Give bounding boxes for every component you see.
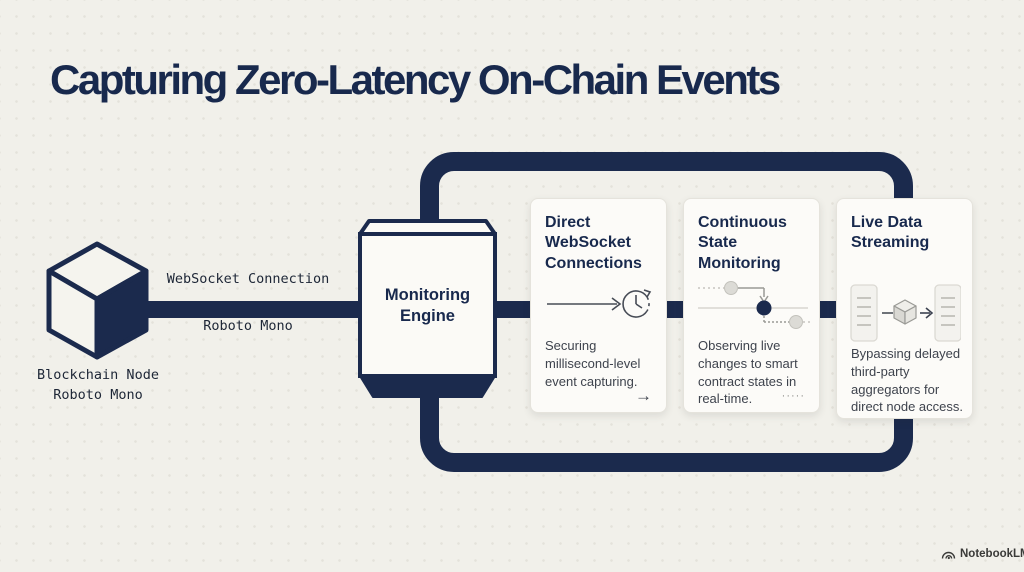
node-label: Blockchain Node Roboto Mono: [18, 366, 178, 405]
blockchain-cube-icon: [46, 241, 149, 360]
notebooklm-logo-icon: [941, 551, 956, 560]
state-transition-timeline-icon: [696, 275, 810, 334]
card-footer-arrow: →: [635, 386, 652, 405]
card-title: Live Data Streaming: [851, 214, 930, 252]
card-continuous-state-monitoring: Continuous State Monitoring Observing li…: [683, 198, 820, 413]
arrow-right-icon: [920, 307, 934, 319]
node-label-line2: Roboto Mono: [53, 386, 143, 403]
engine-label: Monitoring Engine: [384, 286, 471, 326]
doc-cube-doc-icon-group: [849, 283, 962, 348]
card-body: Bypassing delayed third-party aggregator…: [851, 346, 964, 415]
card-title: Continuous State Monitoring: [698, 214, 787, 272]
card-title: Direct WebSocket Connections: [545, 214, 642, 272]
card-direct-websocket-connections: Direct WebSocket Connections Securing mi…: [530, 198, 667, 413]
card-body: Observing live changes to smart contract…: [698, 338, 798, 407]
clock-history-icon: [622, 289, 652, 318]
page-title: Capturing Zero-Latency On-Chain Events: [50, 56, 781, 103]
brand-watermark: NotebookLM: [941, 548, 1024, 560]
long-arrow-right-icon: [547, 297, 622, 311]
cube-icon: [893, 299, 917, 325]
document-icon: [850, 284, 878, 342]
card-body: Securing millisecond-level event capturi…: [545, 338, 641, 389]
monitoring-engine-node: Monitoring Engine: [358, 219, 497, 400]
card-footer-dots: ·····: [781, 390, 805, 402]
connection-label-top: WebSocket Connection: [166, 271, 330, 287]
document-icon: [934, 284, 962, 342]
engine-shape: [358, 219, 497, 398]
arrow-clock-icon-group: [543, 281, 655, 332]
brand-label: NotebookLM: [960, 548, 1024, 560]
connection-label-bottom: Roboto Mono: [203, 318, 293, 334]
node-label-line1: Blockchain Node: [37, 367, 159, 383]
card-live-data-streaming: Live Data Streaming: [836, 198, 973, 419]
